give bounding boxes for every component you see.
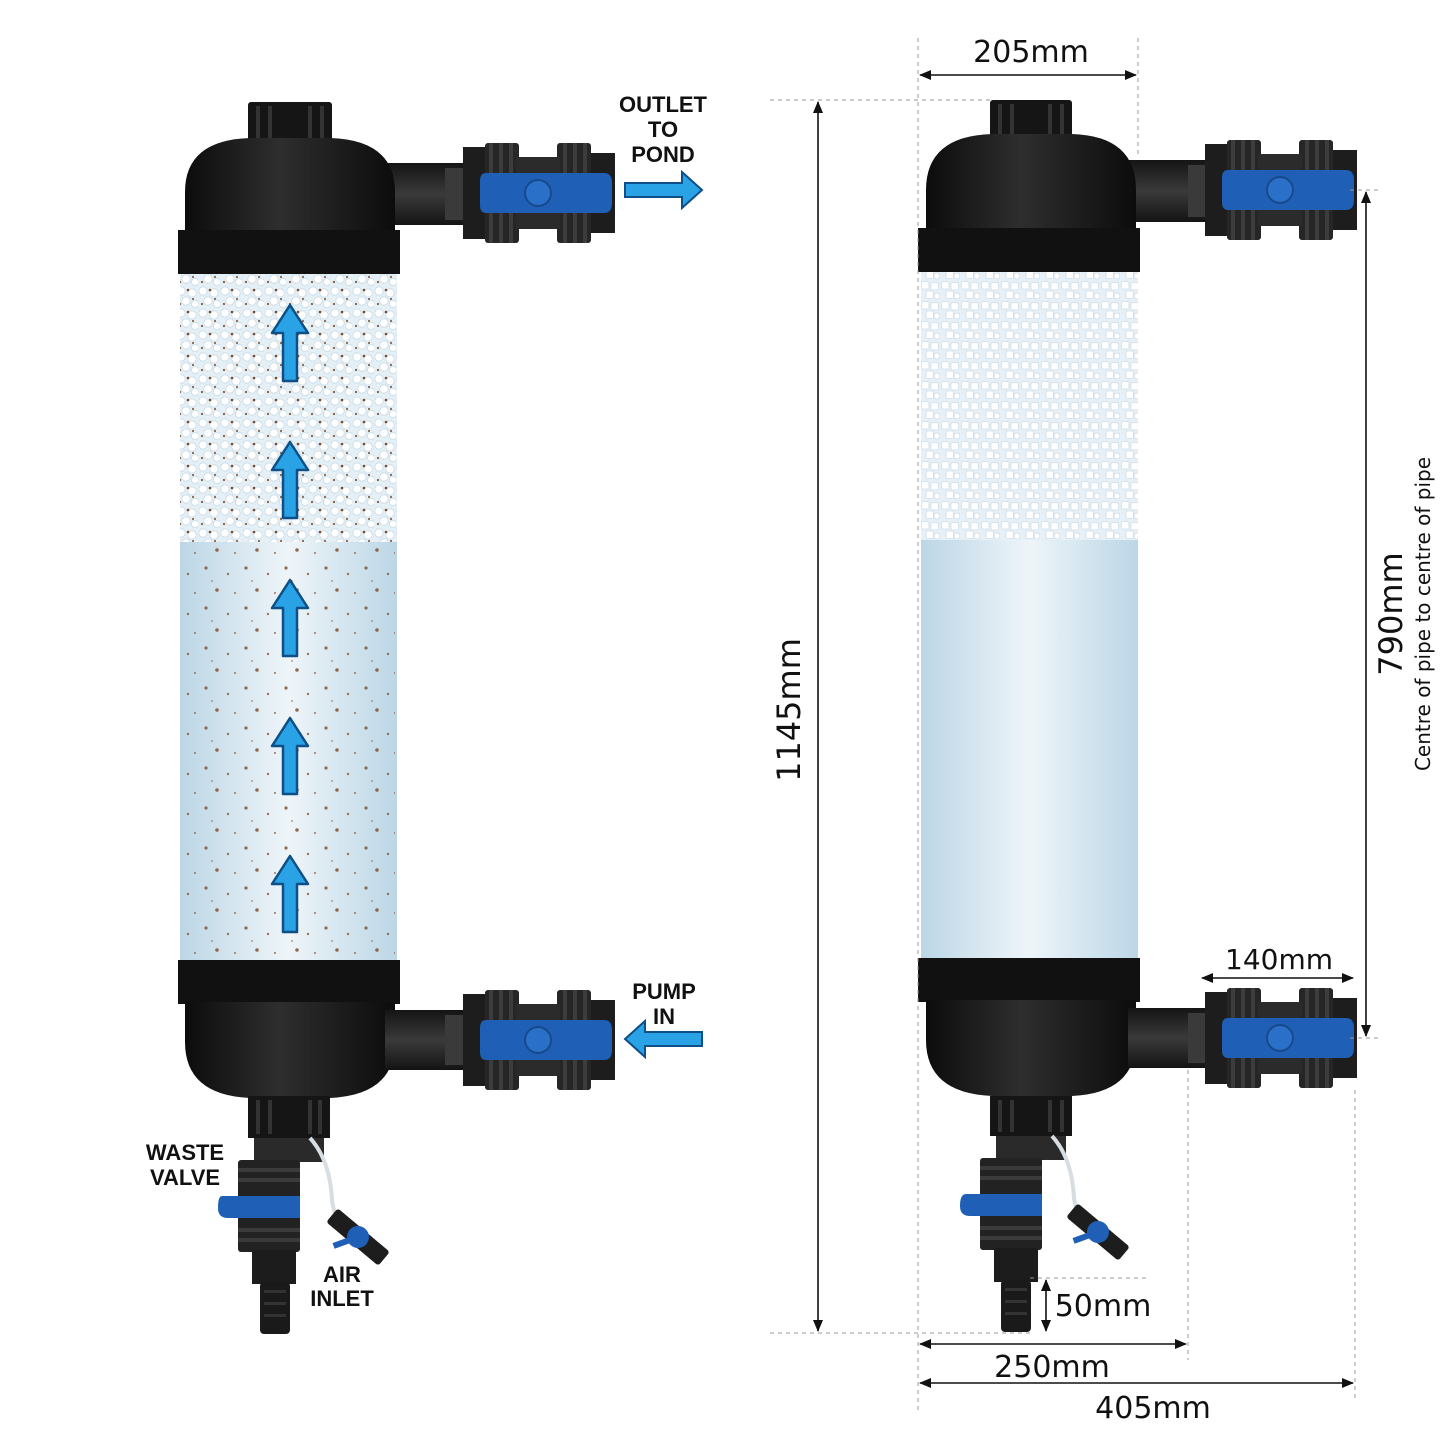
pump-label: PUMP IN — [623, 979, 703, 1060]
dimension-labels: 205mm 1145mm 790mm Centre of pipe to cen… — [770, 35, 1435, 1426]
top-collar-right — [918, 228, 1140, 272]
air-label-line1: AIR — [323, 1262, 361, 1287]
outlet-ball-valve-right — [1204, 139, 1358, 241]
dim-label-250: 250mm — [994, 1350, 1110, 1385]
air-inlet-label: AIR INLET — [310, 1262, 374, 1311]
pump-label-line1: PUMP — [632, 979, 696, 1004]
pump-label-line2: IN — [653, 1004, 675, 1029]
outlet-label-line1: OUTLET — [619, 92, 708, 117]
outlet-ball-valve — [462, 142, 616, 244]
dimension-lines — [770, 38, 1380, 1410]
waste-label-line1: WASTE — [146, 1140, 224, 1165]
top-collar — [178, 230, 400, 274]
left-filter-unit — [178, 102, 616, 1334]
bottom-dome — [185, 1002, 395, 1098]
dim-label-1145: 1145mm — [770, 638, 808, 782]
waste-valve-label: WASTE VALVE — [146, 1140, 224, 1190]
dim-label-50: 50mm — [1055, 1289, 1152, 1324]
bottom-nut — [248, 1096, 330, 1138]
bottom-dome-right — [926, 1000, 1136, 1096]
top-screw-cap — [248, 102, 332, 144]
outlet-label-line2: TO — [648, 117, 678, 142]
pump-arrow-icon — [623, 1018, 703, 1060]
outlet-arrow-icon — [624, 169, 704, 211]
media-beads-clean — [921, 272, 1138, 540]
air-inlet-valve — [327, 1209, 389, 1265]
bottom-collar-right — [918, 958, 1140, 1002]
bottom-nut-right — [990, 1096, 1072, 1136]
air-label-line2: INLET — [310, 1286, 374, 1311]
waste-valve-handle-right — [960, 1194, 1042, 1216]
dim-label-405: 405mm — [1095, 1391, 1211, 1426]
right-filter-unit — [918, 100, 1358, 1332]
inlet-ball-valve — [462, 989, 616, 1091]
waste-valve-handle — [218, 1196, 300, 1218]
dim-label-205: 205mm — [973, 35, 1089, 70]
top-dome — [185, 138, 395, 232]
outlet-label-line3: POND — [631, 142, 695, 167]
dim-note-790: Centre of pipe to centre of pipe — [1411, 457, 1435, 771]
outlet-label: OUTLET TO POND — [619, 92, 708, 211]
bottom-collar — [178, 960, 400, 1004]
air-inlet-valve-right — [1067, 1204, 1129, 1260]
dim-label-790: 790mm — [1372, 552, 1410, 675]
dim-label-140: 140mm — [1225, 943, 1333, 976]
dimension-arrows — [813, 70, 1371, 1388]
top-dome-right — [926, 134, 1136, 230]
waste-label-line2: VALVE — [150, 1165, 220, 1190]
inlet-ball-valve-right — [1204, 987, 1358, 1089]
